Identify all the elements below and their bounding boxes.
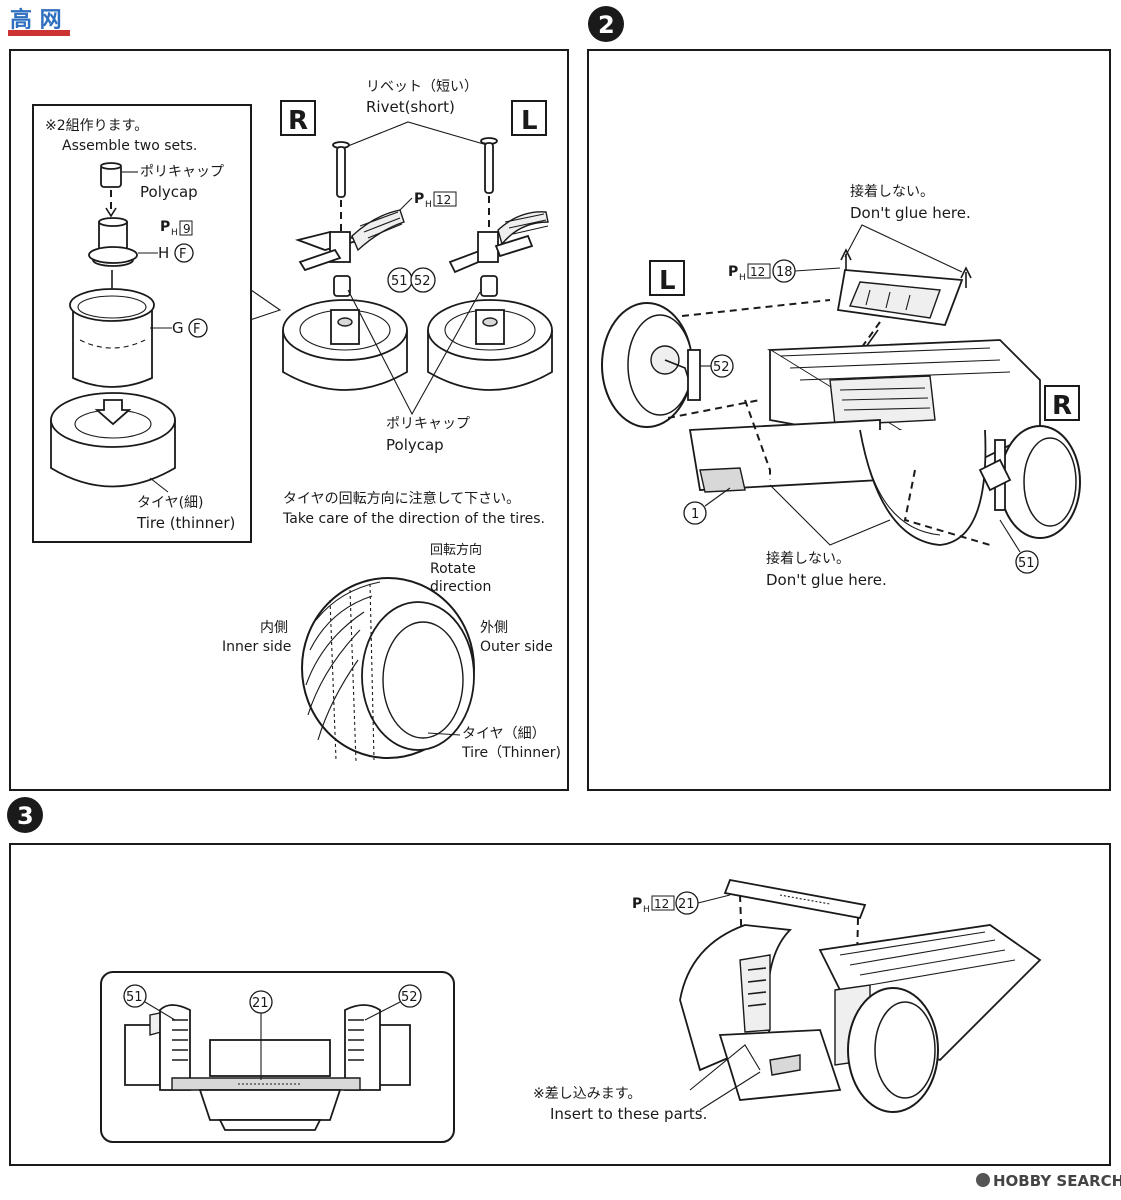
wheel-assembly-l	[427, 299, 553, 391]
part-51-label-2: 51	[1018, 556, 1035, 571]
svg-text:回転方向: 回転方向	[430, 542, 482, 558]
rivet-left	[332, 141, 350, 198]
svg-text:direction: direction	[430, 579, 491, 595]
svg-text:H: H	[643, 905, 650, 915]
svg-text:外側: 外側	[480, 620, 508, 636]
svg-text:タイヤ（細）: タイヤ（細）	[462, 726, 546, 742]
polycap-r	[333, 275, 351, 297]
svg-text:H: H	[425, 200, 432, 210]
step2-number: 2	[588, 6, 624, 42]
noglue-top-en: Don't glue here.	[850, 204, 971, 222]
side-l-badge-2: L	[649, 260, 685, 296]
ph9-label: 9	[183, 222, 191, 236]
polycap2-en: Polycap	[386, 436, 444, 454]
part-21-bar	[723, 878, 867, 920]
part-52-label-2: 52	[713, 360, 730, 375]
part-51-label: 51	[391, 274, 408, 289]
polycap-l	[480, 275, 498, 297]
direction-note-en: Take care of the direction of the tires.	[282, 511, 545, 527]
svg-text:P: P	[160, 219, 170, 235]
rivet-jp-label: リベット（短い）	[366, 79, 478, 95]
svg-text:L: L	[521, 106, 538, 136]
svg-text:Tire（Thinner): Tire（Thinner)	[461, 745, 561, 761]
svg-text:内側: 内側	[260, 620, 288, 636]
svg-text:高 网: 高 网	[10, 7, 62, 33]
part-1-label: 1	[691, 507, 699, 522]
ph12-label: 12	[436, 193, 451, 207]
svg-text:H: H	[739, 273, 746, 283]
rivet-right	[480, 137, 498, 194]
svg-text:Outer side: Outer side	[480, 639, 553, 655]
svg-text:HOBBY SEARCH: HOBBY SEARCH	[993, 1172, 1121, 1190]
noglue-bottom-jp: 接着しない。	[766, 550, 850, 567]
sets-note-en: Assemble two sets.	[62, 138, 197, 154]
svg-text:3: 3	[17, 802, 34, 830]
svg-text:R: R	[1052, 391, 1072, 421]
insert-jp: ※差し込みます。	[533, 1086, 641, 1102]
noglue-top-jp: 接着しない。	[850, 183, 934, 200]
side-l-badge: L	[511, 100, 547, 136]
svg-text:H: H	[158, 244, 169, 262]
side-r-badge: R	[280, 100, 316, 136]
svg-text:P: P	[632, 896, 642, 912]
svg-text:Inner side: Inner side	[222, 639, 291, 655]
knuckle-part-51	[294, 209, 405, 272]
front-wheel-right	[978, 425, 1081, 539]
rear-view-assembly	[124, 1004, 411, 1131]
svg-text:Rotate: Rotate	[430, 561, 476, 577]
step3-number: 3	[7, 797, 43, 833]
polycap-part	[100, 162, 122, 188]
polycap-en-label: Polycap	[140, 183, 198, 201]
chassis-step2	[688, 339, 1041, 546]
svg-text:12: 12	[654, 897, 669, 911]
side-r-badge-2: R	[1044, 385, 1080, 421]
direction-note-jp: タイヤの回転方向に注意して下さい。	[283, 490, 520, 507]
svg-text:12: 12	[750, 265, 765, 279]
polycap2-jp: ポリキャップ	[386, 416, 470, 432]
wheel-assembly-r	[282, 299, 408, 391]
svg-text:2: 2	[598, 11, 615, 39]
knuckle-part-52	[448, 211, 549, 274]
part-52-label-3: 52	[401, 990, 418, 1005]
tree-f-label: F	[179, 247, 186, 262]
svg-text:P: P	[414, 191, 424, 207]
svg-text:P: P	[728, 264, 738, 280]
tread-tire-detail	[301, 577, 475, 763]
svg-text:G: G	[172, 319, 184, 337]
sets-note-jp: ※2組作ります。	[45, 118, 148, 134]
svg-text:F: F	[193, 322, 200, 337]
front-wheel-left	[601, 302, 701, 428]
part-18-cover	[836, 248, 972, 326]
wheel-part-g	[69, 288, 155, 388]
svg-text:R: R	[288, 106, 308, 136]
tire-thin-jp: タイヤ(細)	[137, 495, 204, 511]
part-51-label-3: 51	[126, 990, 143, 1005]
svg-text:H: H	[171, 228, 178, 238]
site-logo: 高 网	[8, 7, 70, 36]
svg-text:L: L	[659, 266, 676, 296]
part-18-label: 18	[776, 265, 793, 280]
chassis-step3	[679, 924, 1042, 1113]
part-21-detail-label: 21	[252, 996, 269, 1011]
part-52-label: 52	[414, 274, 431, 289]
insert-en: Insert to these parts.	[550, 1105, 707, 1123]
hub-part-h	[88, 217, 138, 267]
hobby-search-watermark: HOBBY SEARCH	[976, 1172, 1121, 1190]
polycap-jp-label: ポリキャップ	[140, 164, 224, 180]
thin-tire	[50, 392, 176, 488]
tire-thin-en: Tire (thinner)	[136, 514, 235, 532]
noglue-bottom-en: Don't glue here.	[766, 571, 887, 589]
rivet-en-label: Rivet(short)	[366, 98, 455, 116]
part-21-label: 21	[678, 897, 695, 912]
